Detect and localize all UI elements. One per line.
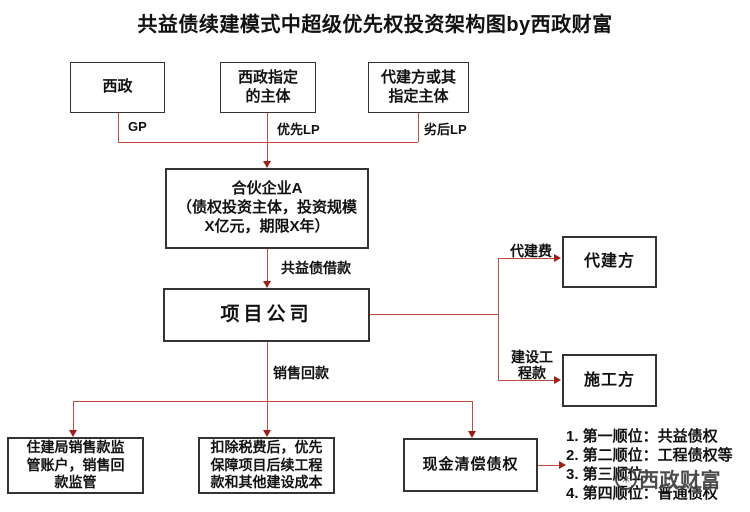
node-xizheng: 西政: [70, 62, 165, 113]
connector-drop-zhujianju: [73, 401, 74, 430]
arrow-into-tax-deduction: [263, 430, 271, 437]
node-daijian-entity-line1: 代建方或其: [380, 68, 456, 86]
node-daijian-entity: 代建方或其 指定主体: [368, 62, 469, 113]
edge-label-junior-lp: 劣后LP: [424, 122, 467, 137]
connector-cash-to-list: [538, 465, 560, 466]
node-project-company: 项目公司: [163, 288, 370, 342]
node-partnership-line3: X亿元，期限X年）: [204, 217, 330, 235]
node-cash-repayment-label: 现金清偿债权: [422, 455, 519, 473]
arrow-into-daijianfang: [554, 254, 561, 262]
connector-rail-to-partnership: [267, 142, 268, 162]
connector-xizheng-down: [118, 113, 119, 142]
connector-entity-down: [267, 113, 268, 142]
connector-partnership-to-project: [267, 249, 268, 281]
node-zhujianju-line2: 管账户，销售回: [26, 456, 125, 473]
edge-label-sales-return: 销售回款: [273, 365, 329, 381]
priority-list-item-2: 2. 第二顺位：工程债权等: [566, 447, 733, 464]
connector-drop-tax: [267, 401, 268, 430]
edge-label-gp: GP: [128, 119, 147, 134]
arrow-into-project-company: [263, 281, 271, 288]
node-cash-repayment: 现金清偿债权: [403, 438, 538, 492]
edge-label-construction-fee: 建设工 程款: [506, 349, 558, 381]
arrow-into-cash-repayment: [468, 431, 476, 438]
node-daijianfang-label: 代建方: [583, 253, 635, 270]
diagram-title: 共益债续建模式中超级优先权投资架构图by西政财富: [137, 14, 613, 36]
node-zhujianju-line1: 住建局销售款监: [26, 439, 125, 456]
edge-label-agency-fee: 代建费: [510, 243, 552, 259]
connector-to-daijianfang: [498, 258, 554, 259]
priority-list-item-1: 1. 第一顺位：共益债权: [566, 428, 718, 445]
connector-daijian-down: [418, 113, 419, 142]
node-partnership: 合伙企业A （债权投资主体，投资规模 X亿元，期限X年）: [165, 168, 369, 249]
node-shigongfang: 施工方: [562, 354, 657, 407]
node-xizheng-label: 西政: [102, 78, 133, 96]
node-tax-deduction-line2: 保障项目后续工程: [210, 456, 323, 473]
node-daijian-entity-line2: 指定主体: [388, 87, 449, 105]
node-zhujianju-line3: 款监管: [54, 474, 97, 491]
node-partnership-line2: （债权投资主体，投资规模: [176, 199, 357, 217]
arrow-into-partnership: [263, 161, 271, 168]
node-project-company-label: 项目公司: [220, 304, 313, 326]
node-xizheng-entity-line2: 的主体: [245, 87, 291, 105]
connector-drop-cash: [472, 401, 473, 431]
node-daijianfang: 代建方: [562, 236, 657, 288]
node-partnership-line1: 合伙企业A: [231, 180, 303, 198]
connector-right-rail: [498, 258, 499, 381]
edge-label-construction-fee-line2: 程款: [518, 365, 546, 382]
edge-label-construction-fee-line1: 建设工: [511, 349, 553, 365]
edge-label-gongyi-loan: 共益债借款: [281, 260, 351, 276]
connector-bottom-rail: [73, 401, 472, 402]
arrow-into-priority-list: [559, 461, 566, 469]
node-zhujianju: 住建局销售款监 管账户，销售回 款监管: [7, 437, 144, 494]
connector-top-rail: [118, 142, 418, 143]
arrow-into-zhujianju: [69, 430, 77, 437]
watermark-logo-icon: ✳: [615, 467, 637, 490]
arrow-into-shigongfang: [554, 376, 561, 384]
node-tax-deduction-line1: 扣除税费后，优先: [210, 439, 323, 456]
connector-project-right: [370, 314, 498, 315]
watermark-text: 西政财富: [639, 470, 721, 492]
priority-list: 1. 第一顺位：共益债权 2. 第二顺位：工程债权等 3. 第三顺位： 4. 第…: [566, 427, 733, 503]
edge-label-senior-lp: 优先LP: [277, 122, 320, 137]
priority-list-item-4: 4. 第四顺位：普通债权: [566, 485, 718, 502]
node-xizheng-entity-line1: 西政指定: [237, 68, 298, 86]
node-tax-deduction: 扣除税费后，优先 保障项目后续工程 款和其他建设成本: [198, 437, 335, 494]
watermark: ✳ 西政财富: [615, 464, 721, 493]
connector-to-shigongfang: [498, 380, 554, 381]
node-xizheng-entity: 西政指定 的主体: [220, 62, 316, 113]
node-shigongfang-label: 施工方: [583, 371, 635, 389]
connector-project-down: [267, 342, 268, 401]
node-tax-deduction-line3: 款和其他建设成本: [210, 474, 323, 491]
